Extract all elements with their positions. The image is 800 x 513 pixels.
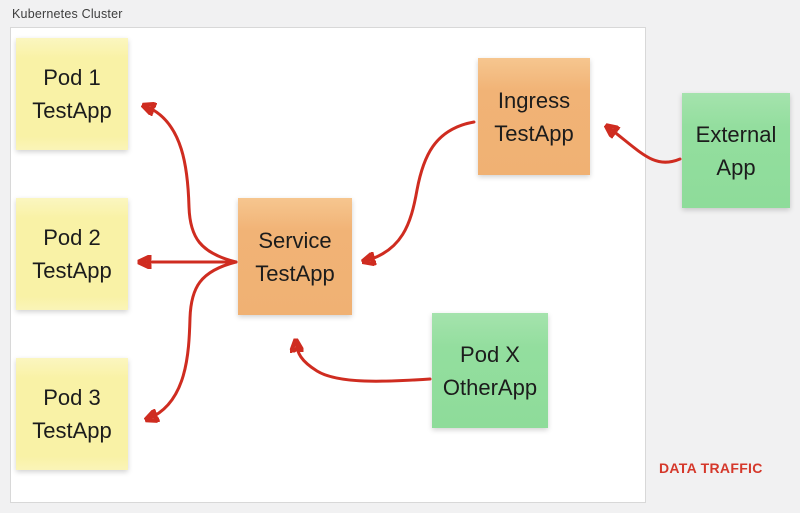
node-pod1-name: Pod 1 (43, 65, 101, 90)
node-ingress: Ingress TestApp (478, 58, 590, 175)
node-external-name: External (695, 121, 777, 147)
data-traffic-label: DATA TRAFFIC (659, 460, 763, 476)
node-external-app: External App (682, 93, 790, 208)
node-ingress-app: TestApp (494, 120, 574, 146)
node-pod3-name: Pod 3 (43, 385, 101, 410)
node-service-app: TestApp (255, 260, 335, 286)
node-pod3: Pod 3 TestApp (16, 358, 128, 470)
node-podx-name: Pod X (460, 341, 520, 367)
node-pod1-app: TestApp (32, 98, 112, 123)
node-pod2-name: Pod 2 (43, 225, 101, 250)
node-pod2: Pod 2 TestApp (16, 198, 128, 310)
node-ingress-name: Ingress (497, 87, 571, 113)
node-service: Service TestApp (238, 198, 352, 315)
cluster-label: Kubernetes Cluster (12, 7, 123, 21)
node-external-app-label: App (716, 154, 756, 180)
node-podx: Pod X OtherApp (432, 313, 548, 428)
node-pod3-app: TestApp (32, 418, 112, 443)
node-pod1: Pod 1 TestApp (16, 38, 128, 150)
node-pod2-app: TestApp (32, 258, 112, 283)
node-podx-app: OtherApp (442, 374, 538, 400)
node-service-name: Service (258, 227, 332, 253)
